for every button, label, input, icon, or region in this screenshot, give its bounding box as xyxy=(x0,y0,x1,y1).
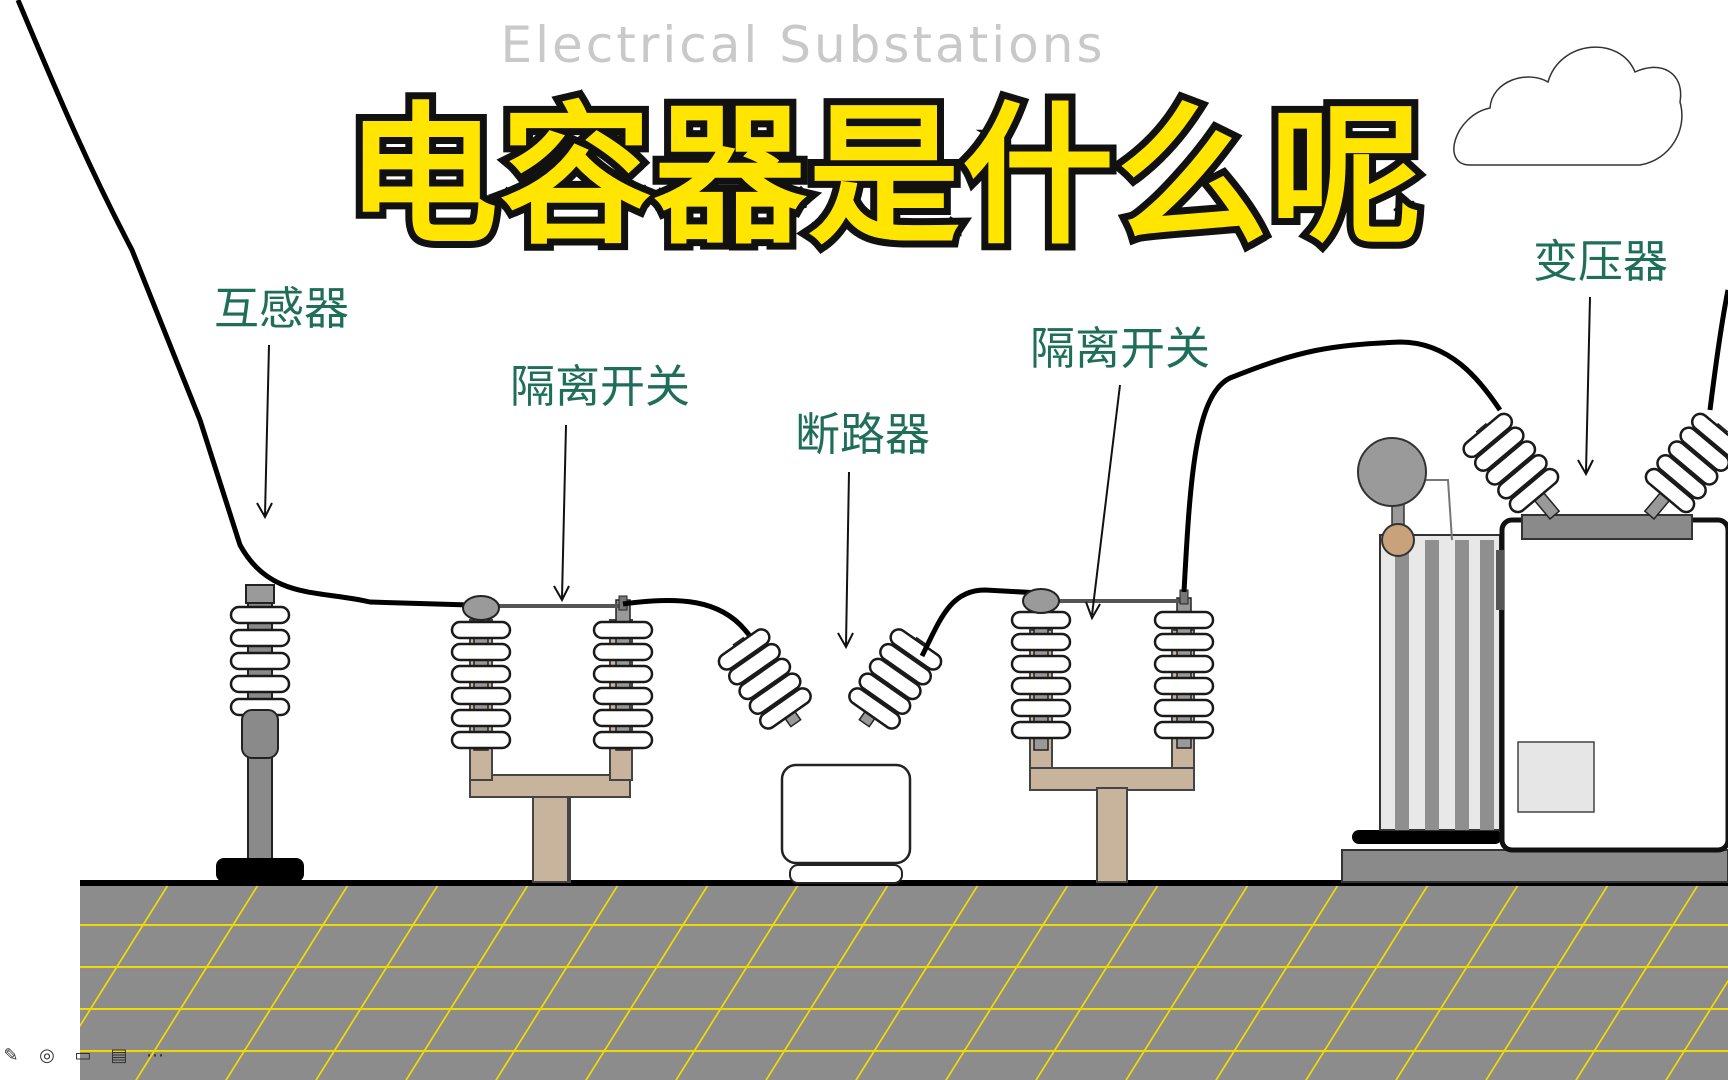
page-title: 电容器是什么呢 xyxy=(339,85,1429,269)
label-power-transformer: 变压器 xyxy=(1533,235,1669,288)
outgoing-line xyxy=(1707,289,1728,411)
screenshot-icon[interactable]: ◎ xyxy=(39,1044,55,1066)
pen-icon[interactable]: ✎ xyxy=(3,1044,19,1066)
incoming-line xyxy=(15,0,471,608)
comment-icon[interactable]: ▤ xyxy=(110,1044,128,1066)
power-transformer xyxy=(1341,409,1728,883)
video-icon[interactable]: ▭ xyxy=(74,1044,92,1066)
subtitle: Electrical Substations xyxy=(500,16,1106,74)
wire-breaker-d2 xyxy=(919,587,1041,658)
instrument-transformer xyxy=(216,584,304,882)
label-disconnector-1: 隔离开关 xyxy=(510,360,691,413)
wire-d2-transformer xyxy=(1181,339,1503,593)
cloud xyxy=(1453,46,1683,166)
more-icon[interactable]: ⋯ xyxy=(146,1044,164,1066)
player-toolbar: ✎ ◎ ▭ ▤ ⋯ xyxy=(0,1044,166,1066)
disconnector-1 xyxy=(450,595,654,883)
wire-d1-breaker xyxy=(622,597,772,662)
label-arrows xyxy=(256,296,1594,650)
disconnector-2 xyxy=(1010,588,1215,883)
ground xyxy=(80,882,1728,1080)
label-instrument-transformer: 互感器 xyxy=(214,282,350,335)
label-disconnector-2: 隔离开关 xyxy=(1030,322,1211,375)
label-circuit-breaker: 断路器 xyxy=(795,408,931,461)
circuit-breaker xyxy=(714,625,946,884)
